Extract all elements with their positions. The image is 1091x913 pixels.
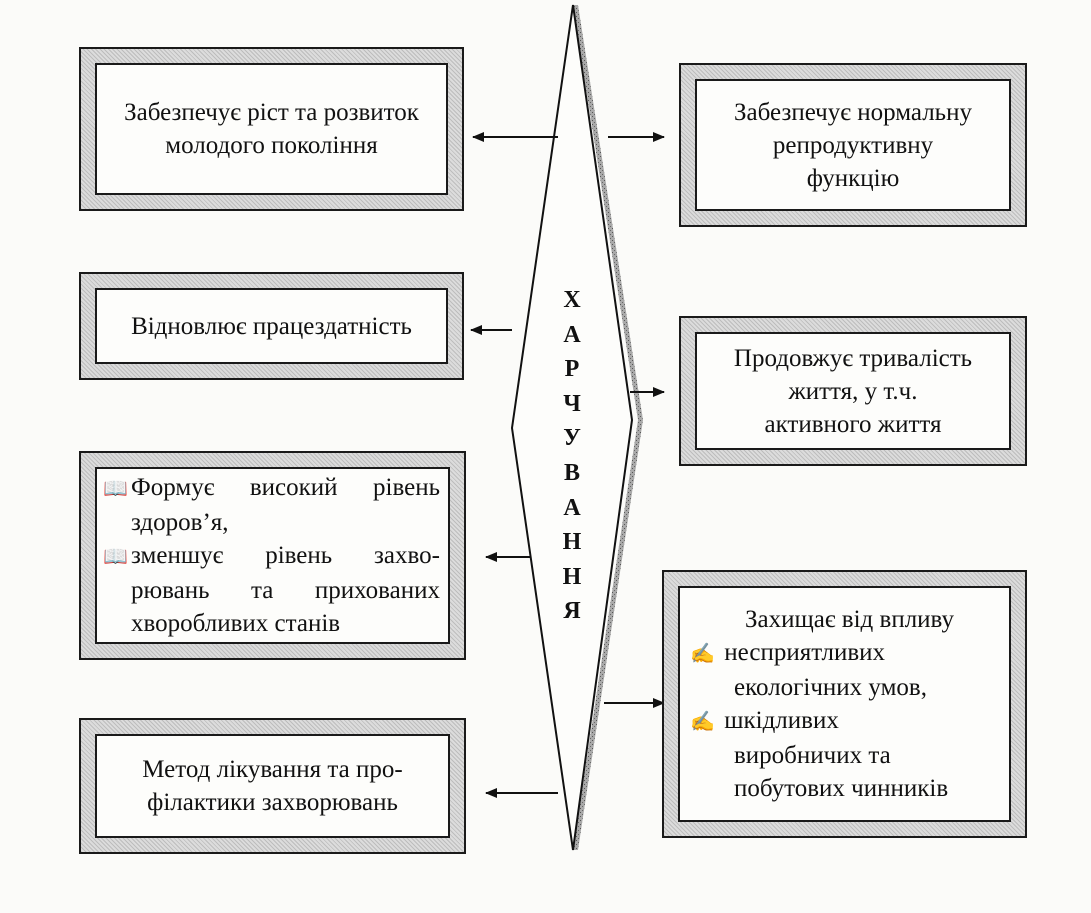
label-letter: Н [562,563,582,590]
protection-item-1-line-1: несприятливих [724,639,886,666]
box-protection: Захищає від впливу ✍ несприятливих еколо… [662,570,1027,838]
label-letter: Я [563,598,581,625]
box-protection-content: Захищає від впливу ✍ несприятливих еколо… [678,586,1011,822]
box-longevity-line: Продовжує тривалість [733,344,973,372]
box-reproduction-line: функцію [806,164,900,192]
box-work-capacity-line: Відновлює працездатність [131,312,412,340]
protection-item-1: ✍ несприятливих [690,636,885,671]
writing-hand-icon: ✍ [690,643,715,665]
protection-item-2-line-2: виробничих та [734,742,891,769]
box-reproduction-content: Забезпечує нормальну репродуктивну функц… [695,79,1011,211]
health-item-2: 📖зменшує рівень захво- [103,539,440,574]
label-letter: В [563,459,580,486]
health-item-2-line-2: рювань та прихованих [131,577,440,604]
protection-item-2: ✍ шкідливих [690,704,839,739]
box-longevity-content: Продовжує тривалість життя, у т.ч. актив… [695,332,1011,450]
box-treatment: Метод лікування та про- філактики захвор… [79,718,466,854]
box-growth-content: Забезпечує ріст та розвиток молодого пок… [95,63,448,195]
diamond-outline [510,4,634,851]
box-reproduction-line: репродуктивну [772,131,934,159]
open-book-icon: 📖 [103,478,128,500]
box-reproduction: Забезпечує нормальну репродуктивну функц… [679,63,1027,227]
health-item-1: 📖Формує високий рівень [103,471,440,506]
box-growth-line: Забезпечує ріст та розвиток [124,99,419,126]
box-work-capacity-content: Відновлює працездатність [95,288,448,364]
box-growth-line: молодого покоління [165,132,378,159]
health-item-2-line-3: хворобливих станів [131,610,341,637]
protection-item-2-line-1: шкідливих [724,707,839,734]
label-letter: У [563,425,581,452]
label-letter: Х [563,287,581,313]
health-item-1-line-1: Формує високий рівень [131,474,440,501]
box-longevity-line: життя, у т.ч. [788,377,918,405]
box-longevity-line: активного життя [764,410,942,438]
vertical-label-nutrition: Х А Р Ч У В А Н Н Я [558,283,586,629]
writing-hand-icon: ✍ [690,711,715,733]
health-item-2-line-1: зменшує рівень захво- [131,542,440,569]
box-treatment-line: філактики захворювань [147,789,398,816]
open-book-icon: 📖 [103,546,128,568]
label-letter: Н [562,529,582,556]
box-treatment-content: Метод лікування та про- філактики захвор… [95,734,450,838]
protection-item-1-line-2: екологічних умов, [734,674,927,701]
box-growth: Забезпечує ріст та розвиток молодого пок… [79,47,464,211]
protection-heading: Захищає від впливу [744,606,955,633]
label-letter: Ч [563,390,581,417]
box-health: 📖Формує високий рівень здоров’я, 📖зменшу… [79,451,466,660]
label-letter: А [563,321,581,348]
label-letter: А [563,494,581,521]
box-work-capacity: Відновлює працездатність [79,272,464,380]
box-treatment-line: Метод лікування та про- [142,756,403,783]
box-reproduction-line: Забезпечує нормальну [734,98,972,126]
label-letter: Р [564,356,580,383]
box-longevity: Продовжує тривалість життя, у т.ч. актив… [679,316,1027,466]
central-diamond [510,4,643,851]
health-item-1-line-2: здоров’я, [131,509,229,536]
protection-item-2-line-3: побутових чинників [734,775,949,802]
box-health-content: 📖Формує високий рівень здоров’я, 📖зменшу… [95,467,450,644]
